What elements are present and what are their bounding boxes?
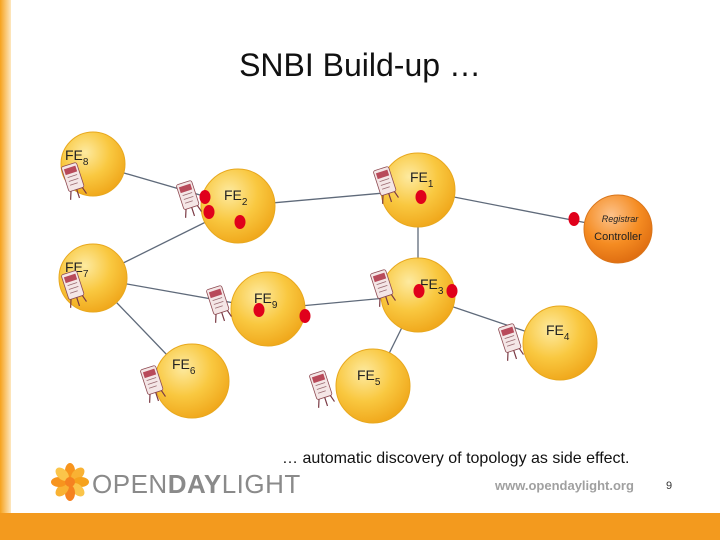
device-icon [176, 180, 202, 218]
node-label-subscript: 8 [83, 157, 89, 168]
node-label-subscript: 1 [428, 179, 434, 190]
node-fe8: FE8 [60, 131, 126, 200]
port-marker [446, 284, 458, 298]
node-label: FE3 [420, 276, 444, 297]
node-label: FE7 [65, 259, 89, 280]
node-label-prefix: FE [410, 169, 428, 185]
slide-title: SNBI Build-up … [239, 47, 481, 83]
node-label-prefix: FE [65, 259, 83, 275]
registrar-controller: Registrar Controller [583, 194, 653, 264]
node-label: FE4 [546, 322, 570, 343]
node-label-prefix: FE [172, 356, 190, 372]
opendaylight-logo-icon [51, 463, 89, 501]
logo-text-open: OPEN [92, 469, 168, 499]
controller-label-controller: Controller [594, 231, 642, 243]
controller-circle [583, 194, 653, 264]
node-fe1: FE1 [373, 152, 456, 228]
node-label-prefix: FE [65, 147, 83, 163]
node-label-subscript: 2 [242, 197, 248, 208]
device-icon [140, 365, 166, 403]
website-url: www.opendaylight.org [495, 478, 634, 493]
opendaylight-logo-text: OPENDAYLIGHT [92, 469, 301, 500]
node-circle [230, 271, 306, 347]
node-fe2: FE2 [176, 168, 276, 244]
node-label-prefix: FE [254, 290, 272, 306]
node-fe5: FE5 [309, 348, 411, 424]
node-label-subscript: 4 [564, 332, 570, 343]
device-icon [61, 162, 87, 200]
node-label: FE5 [357, 367, 381, 388]
device-icon [309, 370, 335, 408]
device-icon [373, 166, 399, 204]
device-icon [498, 323, 524, 361]
node-label-subscript: 5 [375, 377, 381, 388]
node-circle [335, 348, 411, 424]
port-marker [253, 303, 265, 317]
node-fe9: FE9 [206, 271, 306, 347]
node-label-prefix: FE [357, 367, 375, 383]
node-label-subscript: 6 [190, 366, 196, 377]
device-icon [370, 269, 396, 307]
node-circle [200, 168, 276, 244]
controller-label-registrar: Registrar [602, 214, 640, 224]
bottom-accent-bar [0, 513, 720, 540]
device-icon [206, 285, 232, 323]
device-icon [61, 270, 87, 308]
page-number: 9 [666, 480, 673, 492]
node-label-subscript: 9 [272, 300, 278, 311]
port-marker [234, 215, 246, 229]
logo-text-day: DAY [167, 469, 222, 499]
left-accent-bar [0, 0, 11, 540]
node-label-prefix: FE [420, 276, 438, 292]
node-fe6: FE6 [140, 343, 230, 419]
node-label: FE2 [224, 187, 248, 208]
node-fe7: FE7 [58, 243, 128, 313]
port-marker [203, 205, 215, 219]
node-label-subscript: 7 [83, 269, 89, 280]
caption: … automatic discovery of topology as sid… [282, 450, 630, 467]
node-label: FE9 [254, 290, 278, 311]
port-marker [299, 309, 311, 323]
node-label: FE8 [65, 147, 89, 168]
node-label: FE6 [172, 356, 196, 377]
node-label-subscript: 3 [438, 286, 444, 297]
port-marker [568, 212, 580, 226]
node-label: FE1 [410, 169, 434, 190]
node-fe4: FE4 [498, 305, 598, 381]
node-fe3: FE3 [370, 257, 456, 333]
port-marker [199, 190, 211, 204]
node-label-prefix: FE [224, 187, 242, 203]
node-circle [522, 305, 598, 381]
port-layer [199, 190, 580, 323]
port-marker [415, 190, 427, 204]
node-label-prefix: FE [546, 322, 564, 338]
node-circle [154, 343, 230, 419]
port-marker [413, 284, 425, 298]
logo-text-light: LIGHT [221, 469, 301, 499]
